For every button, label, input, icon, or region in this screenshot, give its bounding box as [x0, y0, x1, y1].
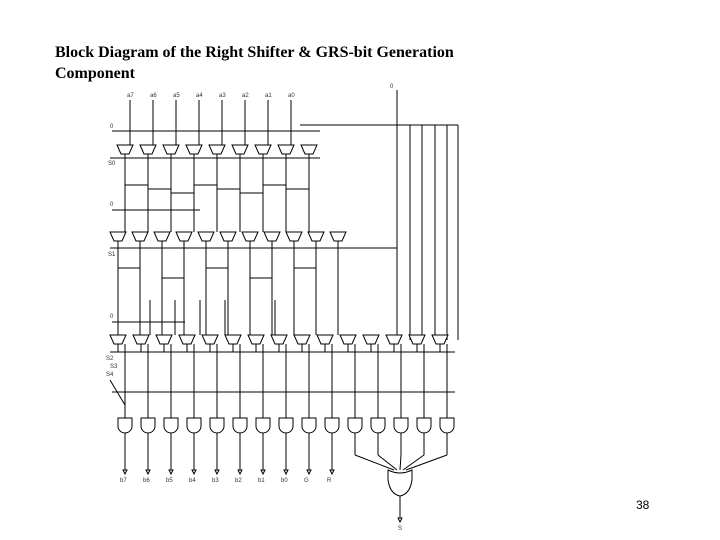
- stage3-mux: [339, 334, 357, 345]
- stage2-mux: [263, 231, 281, 242]
- output-arrow: [168, 469, 174, 476]
- input-label-a3: a3: [219, 93, 226, 99]
- sticky-feed-wire: [405, 454, 448, 471]
- stage3-mux: [155, 334, 173, 345]
- stage2-mux: [153, 231, 171, 242]
- output-arrow: [283, 469, 289, 476]
- sticky-feed-wire: [402, 454, 425, 471]
- stage1-mux: [277, 144, 295, 155]
- and-gate: [232, 417, 248, 434]
- select-label-s1: S1: [108, 252, 116, 258]
- and-gate: [347, 417, 363, 434]
- stage1-mux: [116, 144, 134, 155]
- stage3-mux: [224, 334, 242, 345]
- input-label-a2: a2: [242, 93, 249, 99]
- and-gate: [370, 417, 386, 434]
- sticky-feed-wire: [354, 454, 395, 471]
- stage3-mux: [201, 334, 219, 345]
- and-gate: [209, 417, 225, 434]
- and-gate: [117, 417, 133, 434]
- select-label-s3: S3: [110, 364, 118, 370]
- stage3-mux: [408, 334, 426, 345]
- and-gate: [324, 417, 340, 434]
- slide-title: Block Diagram of the Right Shifter & GRS…: [55, 44, 454, 82]
- and-gate: [163, 417, 179, 434]
- input-label-a1: a1: [265, 93, 272, 99]
- output-arrow: [306, 469, 312, 476]
- sticky-feed-wire: [399, 454, 402, 471]
- stage3-mux: [178, 334, 196, 345]
- and-gate: [255, 417, 271, 434]
- and-gate: [439, 417, 455, 434]
- sticky-arrow: [397, 517, 403, 524]
- output-arrow: [122, 469, 128, 476]
- and-gate: [393, 417, 409, 434]
- page-number: 38: [636, 498, 650, 512]
- input-label-a4: a4: [196, 93, 203, 99]
- stage2-mux: [307, 231, 325, 242]
- input-label-a5: a5: [173, 93, 180, 99]
- and-gate: [416, 417, 432, 434]
- input-label-a7: a7: [127, 93, 134, 99]
- stage3-mux: [385, 334, 403, 345]
- output-arrow: [214, 469, 220, 476]
- stage2-mux: [219, 231, 237, 242]
- row-zero-label-2: 0: [110, 202, 114, 208]
- output-label-b0: b0: [281, 478, 288, 484]
- row-zero-label-1: 0: [110, 124, 114, 130]
- stage2-mux: [241, 231, 259, 242]
- stage2-mux: [175, 231, 193, 242]
- and-gate: [186, 417, 202, 434]
- input-label-a6: a6: [150, 93, 157, 99]
- stage2-mux: [109, 231, 127, 242]
- output-arrow: [237, 469, 243, 476]
- select-label-s0: S0: [108, 161, 116, 167]
- stage1-mux: [208, 144, 226, 155]
- stage3-mux: [109, 334, 127, 345]
- output-label-b4: b4: [189, 478, 196, 484]
- sticky-feed-wire: [377, 454, 398, 471]
- output-label-b1: b1: [258, 478, 265, 484]
- output-arrow: [329, 469, 335, 476]
- stage3-mux: [362, 334, 380, 345]
- stage1-mux: [300, 144, 318, 155]
- input-label-a0: a0: [288, 93, 295, 99]
- row-zero-label-3: 0: [110, 314, 114, 320]
- and-gate: [278, 417, 294, 434]
- stage1-mux: [185, 144, 203, 155]
- output-label-G: G: [304, 478, 309, 484]
- and-gate: [301, 417, 317, 434]
- stage1-mux: [139, 144, 157, 155]
- stage1-mux: [162, 144, 180, 155]
- select-label-s4: S4: [106, 372, 114, 378]
- stage3-mux: [293, 334, 311, 345]
- output-arrow: [191, 469, 197, 476]
- stage2-mux: [197, 231, 215, 242]
- output-label-b3: b3: [212, 478, 219, 484]
- stage3-mux: [431, 334, 449, 345]
- sticky-label: S: [398, 526, 402, 532]
- stage3-mux: [270, 334, 288, 345]
- output-label-R: R: [327, 478, 332, 484]
- select-label-s2: S2: [106, 356, 114, 362]
- stage3-mux: [247, 334, 265, 345]
- stage1-mux: [231, 144, 249, 155]
- stage1-mux: [254, 144, 272, 155]
- output-label-b7: b7: [120, 478, 127, 484]
- stage2-mux: [285, 231, 303, 242]
- output-arrow: [145, 469, 151, 476]
- output-label-b5: b5: [166, 478, 173, 484]
- and-gate: [140, 417, 156, 434]
- stage2-mux: [131, 231, 149, 242]
- output-arrow: [260, 469, 266, 476]
- stage3-mux: [316, 334, 334, 345]
- stage3-mux: [132, 334, 150, 345]
- output-label-b6: b6: [143, 478, 150, 484]
- top-right-label: 0: [390, 84, 394, 90]
- output-label-b2: b2: [235, 478, 242, 484]
- stage2-mux: [329, 231, 347, 242]
- or-gate: [387, 469, 413, 497]
